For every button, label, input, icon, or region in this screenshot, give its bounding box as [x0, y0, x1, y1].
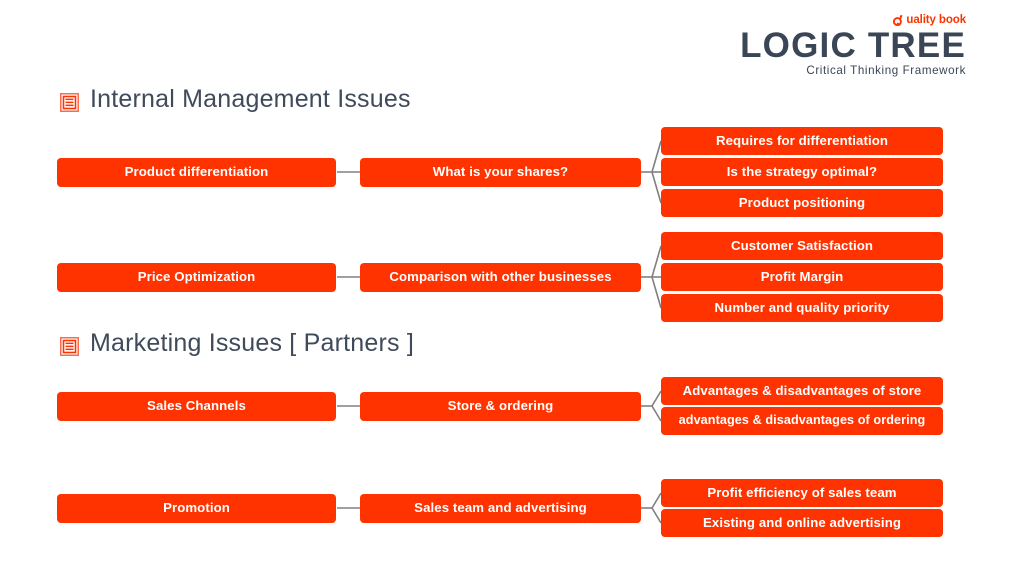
node-level3[interactable]: Requires for differentiation: [661, 127, 943, 155]
node-level3[interactable]: Number and quality priority: [661, 294, 943, 322]
node-level3[interactable]: Is the strategy optimal?: [661, 158, 943, 186]
node-level2[interactable]: What is your shares?: [360, 158, 641, 187]
section-heading-label: Marketing Issues [ Partners ]: [90, 329, 414, 357]
node-level3[interactable]: Advantages & disadvantages of store: [661, 377, 943, 405]
brand-logo: uality book LOGIC TREE Critical Thinking…: [740, 14, 966, 77]
node-level3[interactable]: Product positioning: [661, 189, 943, 217]
list-square-icon: [59, 334, 80, 357]
node-level1[interactable]: Price Optimization: [57, 263, 336, 292]
node-level2[interactable]: Store & ordering: [360, 392, 641, 421]
node-level1[interactable]: Sales Channels: [57, 392, 336, 421]
section-heading-label: Internal Management Issues: [90, 85, 411, 113]
list-square-icon: [59, 90, 80, 113]
node-level3[interactable]: Customer Satisfaction: [661, 232, 943, 260]
node-level3[interactable]: Existing and online advertising: [661, 509, 943, 537]
quality-book-label: uality book: [906, 13, 966, 26]
logo-subtitle: Critical Thinking Framework: [806, 64, 966, 77]
node-level1[interactable]: Promotion: [57, 494, 336, 523]
node-level2[interactable]: Comparison with other businesses: [360, 263, 641, 292]
node-level2[interactable]: Sales team and advertising: [360, 494, 641, 523]
q-logo-icon: [892, 14, 905, 27]
node-level3[interactable]: advantages & disadvantages of ordering: [661, 407, 943, 435]
section-heading-marketing: Marketing Issues [ Partners ]: [59, 329, 414, 358]
quality-book-badge: uality book: [740, 14, 966, 27]
node-level1[interactable]: Product differentiation: [57, 158, 336, 187]
section-heading-internal-management: Internal Management Issues: [59, 85, 411, 114]
node-level3[interactable]: Profit efficiency of sales team: [661, 479, 943, 507]
node-level3[interactable]: Profit Margin: [661, 263, 943, 291]
logo-title: LOGIC TREE: [740, 26, 966, 65]
